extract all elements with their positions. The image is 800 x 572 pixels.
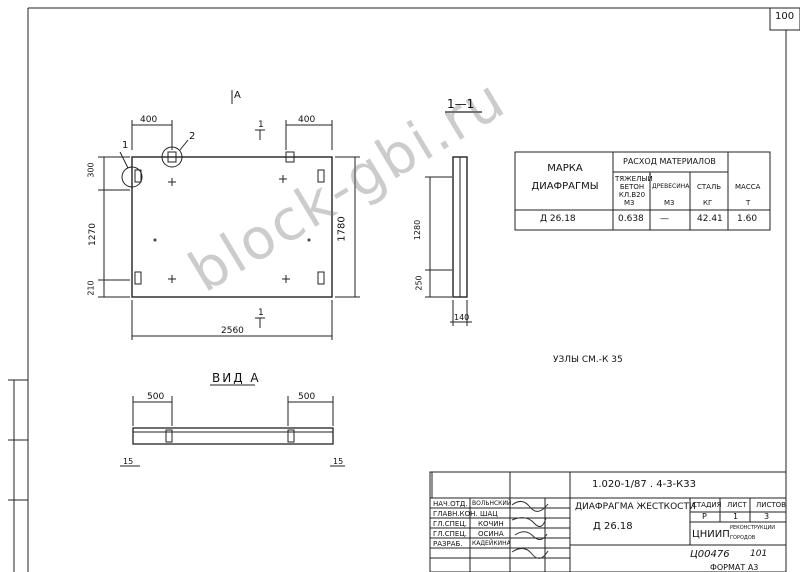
role-3: ГЛ.СПЕЦ. [433, 520, 467, 528]
table-col-wood: ДРЕВЕСИНА [652, 183, 690, 190]
dim-bottom-width: 2560 [221, 326, 244, 336]
org-sub-1: РЕКОНСТРУКЦИИ [730, 525, 775, 531]
format-label: ФОРМАТ А3 [710, 563, 759, 572]
view-a-label: ВИД А [212, 371, 261, 385]
table-row-wood: — [660, 214, 669, 224]
name-1: ВОЛЬНСКИЙ [472, 500, 512, 507]
org-name: ЦНИИП [692, 529, 730, 540]
dim-view-right: 500 [298, 392, 316, 402]
dim-top-right: 400 [298, 115, 316, 125]
callout-1-label: 1 [122, 140, 129, 151]
dim-section-width: 140 [454, 313, 470, 322]
table-row-mass: 1.60 [737, 214, 758, 224]
name-4: ОСИНА [478, 530, 504, 538]
name-3: КОЧИН [478, 520, 504, 528]
table-col-steel-unit: КГ [703, 199, 713, 207]
dim-view-small-right: 15 [333, 457, 344, 466]
title-block-mark: Д 26.18 [593, 521, 633, 532]
title-block-code: 1.020-1/87 . 4-3-К33 [592, 479, 696, 490]
dim-left-bottom: 210 [86, 280, 96, 296]
title-block-title: ДИАФРАГМА ЖЕСТКОСТИ [575, 502, 696, 512]
role-5: РАЗРАБ. [433, 540, 463, 548]
table-col-mass: МАССА [735, 183, 761, 191]
dim-section-mid: 1280 [413, 219, 423, 241]
dim-section-bottom: 250 [414, 275, 424, 291]
page-number-box [769, 7, 800, 31]
dim-view-small-left: 15 [123, 457, 134, 466]
callout-2-label: 2 [189, 131, 196, 142]
name-2: ШАЦ [480, 510, 498, 518]
title-block-grid [429, 471, 787, 572]
section-a-label: A [234, 90, 241, 101]
materials-table-grid [514, 151, 771, 231]
callout-1-circle [121, 166, 143, 188]
dim-top-left: 400 [140, 115, 158, 125]
table-row-concrete: 0.638 [618, 214, 644, 224]
page-number: 100 [775, 11, 795, 22]
org-sub-2: ГОРОДОВ [730, 535, 756, 541]
dim-right-height: 1780 [336, 216, 348, 242]
name-5: КАДЕЙКИНА [472, 540, 511, 547]
signatures [511, 501, 549, 559]
table-col-concrete-unit: М3 [624, 199, 635, 207]
table-col-concrete: ТЯЖЕЛЫЙ БЕТОН КЛ.В20 [615, 175, 653, 199]
table-col-mass-unit: Т [746, 199, 751, 207]
sheet-value: 1 [733, 512, 739, 521]
view-a-profile [132, 427, 334, 445]
dim-view-left: 500 [147, 392, 165, 402]
stage-label: СТАДИЯ [692, 501, 722, 509]
cut-mark-top: 1 [258, 120, 264, 130]
section-11-label: 1—1 [447, 97, 475, 111]
sheet-label: ЛИСТ [727, 501, 747, 509]
sheets-label: ЛИСТОВ [756, 501, 786, 509]
table-header-consumption: РАСХОД МАТЕРИАЛОВ [623, 157, 716, 166]
role-1: НАЧ.ОТД. [433, 500, 468, 508]
cut-mark-bottom: 1 [258, 308, 264, 318]
stage-value: Р [702, 512, 707, 521]
doc-number: Ц00476 [690, 549, 730, 560]
table-row-steel: 42.41 [697, 214, 723, 224]
role-2: ГЛАВН.КОН. [433, 510, 478, 518]
table-header-mark: МАРКА ДИАФРАГМЫ [531, 163, 599, 192]
nodes-note: УЗЛЫ СМ.-К 35 [553, 355, 623, 365]
table-row-mark: Д 26.18 [540, 214, 576, 224]
sheets-value: 3 [764, 512, 770, 521]
role-4: ГЛ.СПЕЦ. [433, 530, 467, 538]
doc-page: 101 [750, 549, 768, 559]
dim-left-top: 300 [86, 162, 96, 178]
dim-left-mid: 1270 [87, 223, 98, 246]
table-col-wood-unit: М3 [664, 199, 675, 207]
table-col-steel: СТАЛЬ [697, 183, 722, 191]
